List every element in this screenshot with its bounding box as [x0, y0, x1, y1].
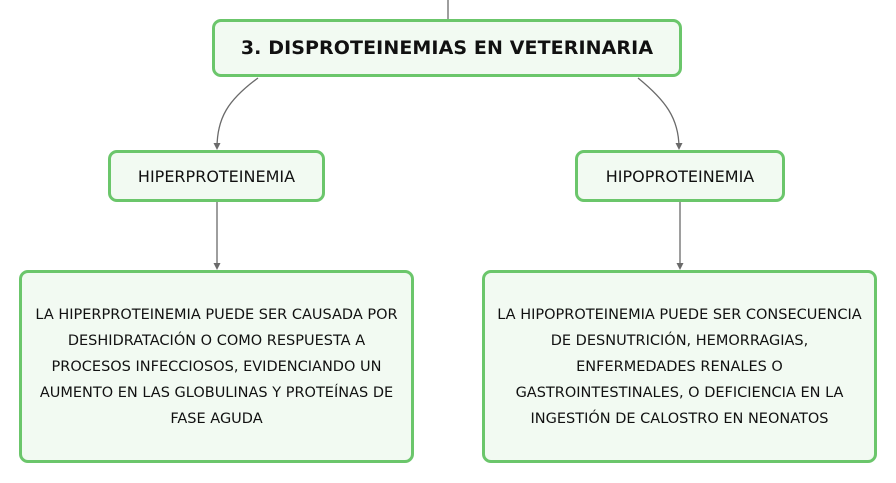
- connector-root-to-hiperproteinemia: [216, 77, 259, 149]
- node-hipoproteinemia-description[interactable]: LA HIPOPROTEINEMIA PUEDE SER CONSECUENCI…: [482, 270, 877, 463]
- root-node-label: 3. DISPROTEINEMIAS EN VETERINARIA: [240, 37, 654, 59]
- hipoproteinemia-description-text: LA HIPOPROTEINEMIA PUEDE SER CONSECUENCI…: [497, 306, 862, 427]
- node-hipoproteinemia[interactable]: HIPOPROTEINEMIA: [575, 150, 785, 202]
- arrowhead-hiperproteinemia: [213, 143, 221, 150]
- arrowhead-hiperproteinemia-description: [213, 263, 221, 270]
- connector-root-to-hipoproteinemia: [637, 77, 680, 149]
- node-hiperproteinemia-description[interactable]: LA HIPERPROTEINEMIA PUEDE SER CAUSADA PO…: [19, 270, 414, 463]
- node-hiperproteinemia-label: HIPERPROTEINEMIA: [137, 166, 296, 186]
- node-hipoproteinemia-label: HIPOPROTEINEMIA: [605, 166, 755, 186]
- root-node-disproteinemias[interactable]: 3. DISPROTEINEMIAS EN VETERINARIA: [212, 19, 682, 77]
- arrowhead-hipoproteinemia: [675, 143, 683, 150]
- node-hiperproteinemia[interactable]: HIPERPROTEINEMIA: [108, 150, 325, 202]
- hiperproteinemia-description-text: LA HIPERPROTEINEMIA PUEDE SER CAUSADA PO…: [35, 306, 398, 427]
- arrowhead-hipoproteinemia-description: [676, 263, 684, 270]
